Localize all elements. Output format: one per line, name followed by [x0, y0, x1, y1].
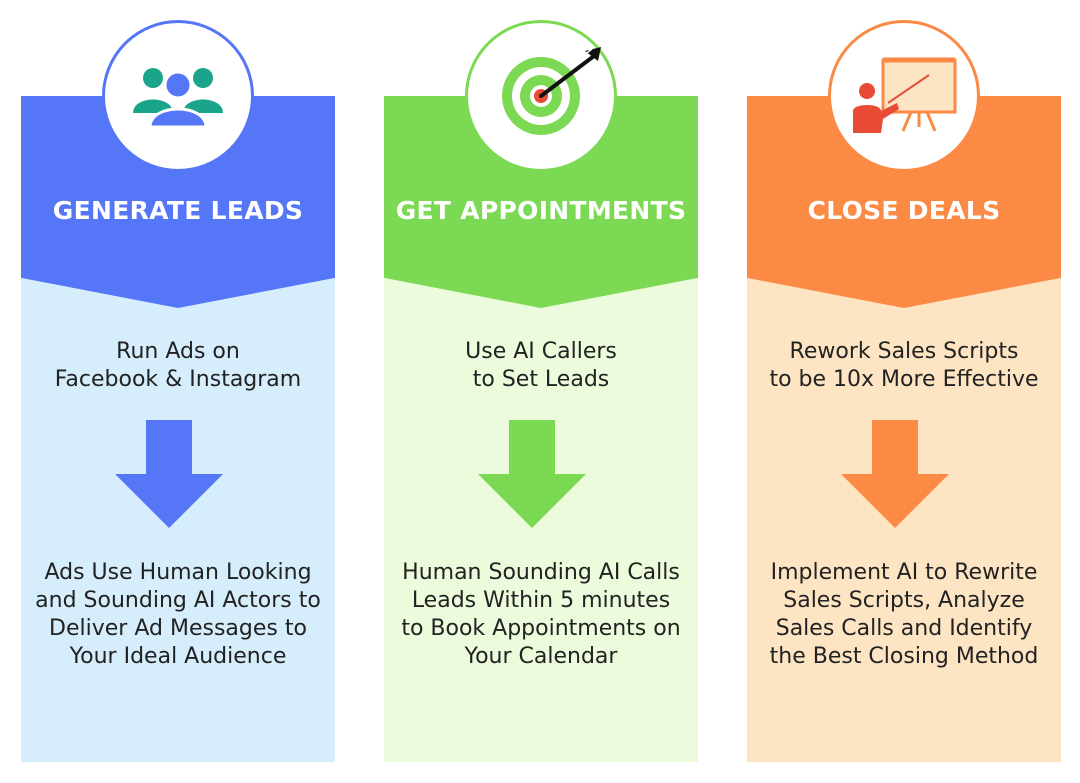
- panel-background: [747, 278, 1061, 762]
- column-close-deals: CLOSE DEALS Rework Sales Scripts to be 1…: [747, 0, 1061, 783]
- down-arrow-icon: [115, 420, 223, 528]
- column-get-appointments: GET APPOINTMENTS Use AI Callers to Set L…: [384, 0, 698, 783]
- step-description: Rework Sales Scripts to be 10x More Effe…: [769, 339, 1039, 392]
- icon-circle: [465, 20, 617, 172]
- down-arrow-icon: [841, 420, 949, 528]
- icon-circle: [828, 20, 980, 172]
- panel-background: [21, 278, 335, 762]
- outcome-description: Ads Use Human Looking and Sounding AI Ac…: [35, 560, 321, 669]
- column-title: GENERATE LEADS: [52, 196, 304, 225]
- outcome-description: Human Sounding AI Calls Leads Within 5 m…: [401, 560, 681, 669]
- step-description: Run Ads on Facebook & Instagram: [54, 339, 302, 392]
- panel-background: [384, 278, 698, 762]
- column-title: GET APPOINTMENTS: [395, 196, 687, 225]
- icon-circle: [102, 20, 254, 172]
- down-arrow-icon: [478, 420, 586, 528]
- step-description: Use AI Callers to Set Leads: [465, 339, 617, 392]
- column-generate-leads: GENERATE LEADS Run Ads on Facebook & Ins…: [21, 0, 335, 783]
- column-title: CLOSE DEALS: [807, 196, 1001, 225]
- outcome-description: Implement AI to Rewrite Sales Scripts, A…: [769, 560, 1039, 669]
- target-arrow-icon: [502, 47, 601, 135]
- presentation-icon: [853, 57, 957, 133]
- people-group-icon: [133, 68, 223, 129]
